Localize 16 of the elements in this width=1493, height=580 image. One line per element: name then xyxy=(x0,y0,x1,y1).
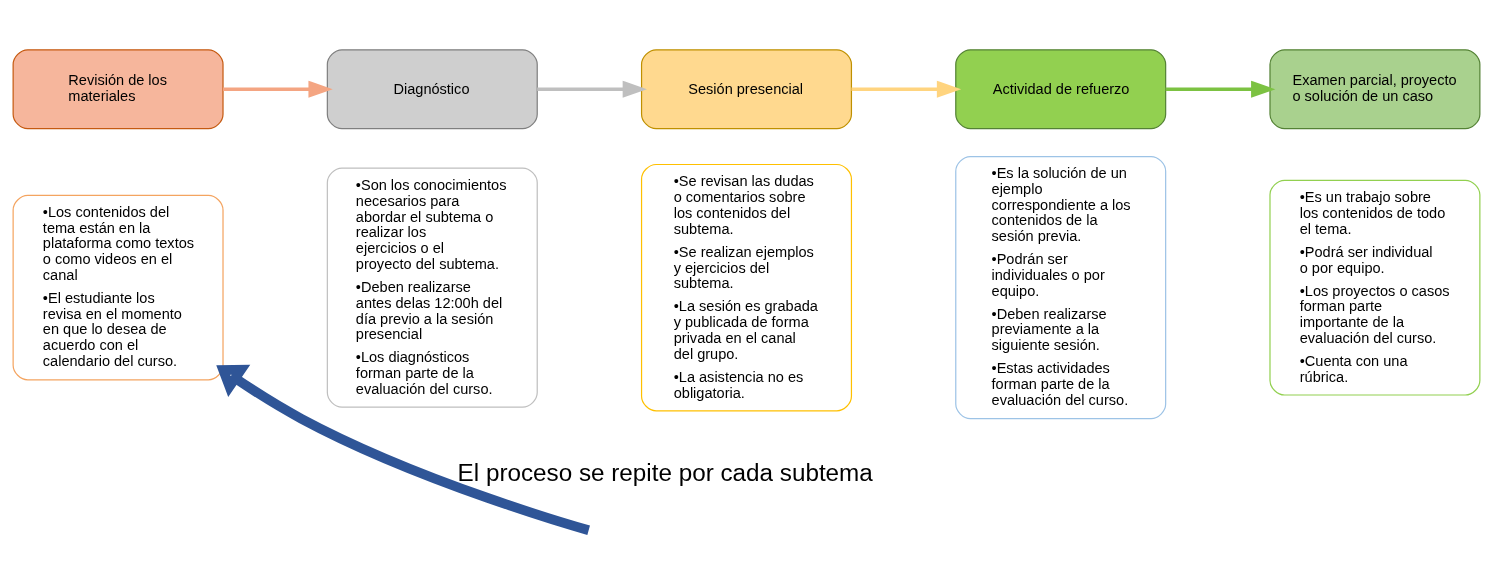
arrow xyxy=(216,364,590,535)
node-box: •Es la solución de un ejemplo correspondiente a los contenidos de la sesión previa. •Podrán ser individuales o por equipo. •Deben realizarse previamente a la siguiente sesión. •Estas actividades forman parte de la evaluación del curso. xyxy=(955,155,1167,419)
node-box: •Los contenidos del tema están en la plataforma como textos o como videos en el canal •El estudiante los revisa en el momento en que lo desea de acuerdo con el calendario del curso. xyxy=(12,194,224,380)
arrow xyxy=(223,80,333,98)
node-box: Examen parcial, proyecto o solución de un caso xyxy=(1269,48,1481,129)
node-box: •Se revisan las dudas o comentarios sobre los contenidos del subtema. •Se realizan ejemplos y ejercicios del subtema. •La sesión es grabada y publicada de forma privada en el canal del grupo. •La asistencia no es obligatoria. xyxy=(640,163,853,411)
node-box: Actividad de refuerzo xyxy=(955,48,1167,129)
node-box: •Es un trabajo sobre los contenidos de todo el tema. •Podrá ser individual o por equipo. •Los proyectos o casos forman parte importante de la evaluación del curso. •Cuenta con una rúbrica. xyxy=(1269,179,1481,396)
arrow xyxy=(537,80,647,98)
node-box: •Son los conocimientos necesarios para abordar el subtema o realizar los ejercicios o el proyecto del subtema. •Deben realizarse antes delas 12:00h del día previo a la sesión presencial •Los diagnósticos forman parte de la evaluación del curso. xyxy=(326,167,538,408)
node-box: Diagnóstico xyxy=(326,48,538,129)
arrow xyxy=(1165,80,1276,98)
node-box: Sesión presencial xyxy=(640,48,853,129)
edge-label: El proceso se repite por cada subtema xyxy=(457,458,873,486)
arrow xyxy=(851,80,962,98)
node-box: Revisión de los materiales xyxy=(12,48,224,129)
